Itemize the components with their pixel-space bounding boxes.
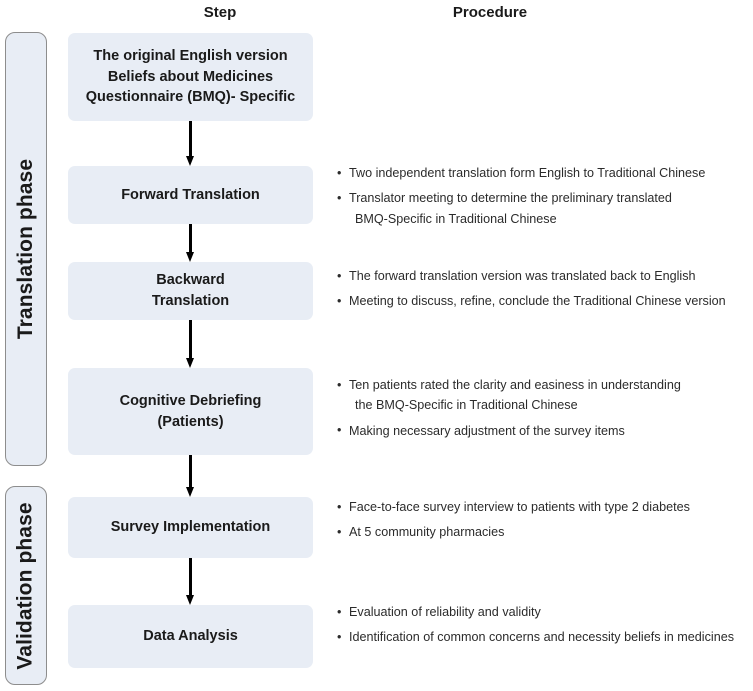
procedure-list: • The forward translation version was tr…	[337, 266, 749, 312]
step-text-block: Cognitive Debriefing (Patients)	[120, 391, 262, 432]
procedure-item: • Meeting to discuss, refine, conclude t…	[337, 291, 749, 311]
procedure-group-cognitive-debriefing: • Ten patients rated the clarity and eas…	[337, 375, 749, 446]
procedure-group-data-analysis: • Evaluation of reliability and validity…	[337, 602, 749, 653]
bullet-icon: •	[337, 190, 342, 205]
arrow-head	[186, 252, 194, 262]
arrow-down-icon	[186, 320, 195, 368]
procedure-item: • Making necessary adjustment of the sur…	[337, 421, 749, 441]
bullet-icon: •	[337, 629, 342, 644]
step-box-data-analysis: Data Analysis	[68, 605, 313, 668]
procedure-group-forward-translation: • Two independent translation form Engli…	[337, 163, 749, 234]
procedure-item: • The forward translation version was tr…	[337, 266, 749, 286]
procedure-text: Identification of common concerns and ne…	[349, 630, 735, 645]
procedure-text-continuation: BMQ-Specific in Traditional Chinese	[355, 211, 557, 226]
step-line: Translation	[151, 293, 230, 309]
bullet-icon: •	[337, 377, 342, 392]
procedure-text-continuation: the BMQ-Specific in Traditional Chinese	[355, 398, 578, 413]
procedure-text: Meeting to discuss, refine, conclude the…	[349, 294, 726, 309]
arrow-shaft	[189, 455, 192, 487]
procedure-item: • Ten patients rated the clarity and eas…	[337, 375, 749, 416]
procedure-list: • Ten patients rated the clarity and eas…	[337, 375, 749, 441]
procedure-list: • Evaluation of reliability and validity…	[337, 602, 749, 648]
procedure-text: The forward translation version was tran…	[349, 269, 696, 283]
procedure-item: • Face-to-face survey interview to patie…	[337, 497, 749, 517]
step-box-forward-translation: Forward Translation	[68, 166, 313, 224]
bullet-icon: •	[337, 165, 342, 180]
arrow-down-icon	[186, 455, 195, 497]
step-line: Backward	[156, 272, 225, 289]
procedure-text: Evaluation of reliability and validity	[349, 605, 541, 619]
step-line: Data Analysis	[143, 628, 238, 645]
step-text-block: Survey Implementation	[111, 517, 271, 538]
step-text-block: Backward Translation	[152, 270, 229, 311]
step-text-block: The original English version Beliefs abo…	[86, 46, 295, 108]
arrow-down-icon	[186, 224, 195, 262]
procedure-item: • At 5 community pharmacies	[337, 522, 749, 542]
bullet-icon: •	[337, 524, 342, 539]
phase-rail-translation: Translation phase	[5, 32, 47, 466]
step-line: Forward Translation	[121, 186, 260, 203]
arrow-shaft	[189, 121, 192, 156]
bullet-icon: •	[337, 604, 342, 619]
step-line: The original English version	[93, 48, 288, 65]
bullet-icon: •	[337, 499, 342, 514]
column-header-step: Step	[203, 4, 237, 21]
phase-rail-validation: Validation phase	[5, 486, 47, 685]
procedure-item: • Two independent translation form Engli…	[337, 163, 749, 183]
arrow-head	[186, 595, 194, 605]
procedure-text: Making necessary adjustment of the surve…	[349, 423, 625, 438]
arrow-head	[186, 487, 194, 497]
arrow-shaft	[189, 558, 192, 595]
step-text-block: Forward Translation	[121, 185, 260, 206]
arrow-head	[186, 358, 194, 368]
step-text-block: Data Analysis	[143, 626, 238, 647]
procedure-item: • Translator meeting to determine the pr…	[337, 188, 749, 229]
procedure-text: Two independent translation form English…	[349, 166, 706, 180]
step-box-cognitive-debriefing: Cognitive Debriefing (Patients)	[68, 368, 313, 455]
arrow-head	[186, 156, 194, 166]
step-line: Beliefs about Medicines	[107, 68, 274, 85]
procedure-text: Ten patients rated the clarity and easin…	[349, 378, 681, 392]
step-box-survey-implementation: Survey Implementation	[68, 497, 313, 558]
arrow-shaft	[189, 320, 192, 358]
step-box-original-version: The original English version Beliefs abo…	[68, 33, 313, 121]
bullet-icon: •	[337, 268, 342, 283]
phase-label-translation: Translation phase	[14, 158, 38, 340]
bullet-icon: •	[337, 293, 342, 308]
step-box-backward-translation: Backward Translation	[68, 262, 313, 320]
arrow-down-icon	[186, 121, 195, 166]
procedure-list: • Two independent translation form Engli…	[337, 163, 749, 229]
step-line: Questionnaire (BMQ)- Specific	[85, 89, 296, 106]
procedure-text: At 5 community pharmacies	[349, 525, 505, 540]
column-header-procedure: Procedure	[452, 4, 528, 21]
step-line: Cognitive Debriefing	[119, 392, 262, 409]
procedure-item: • Evaluation of reliability and validity	[337, 602, 749, 622]
step-line: (Patients)	[157, 413, 224, 430]
procedure-group-backward-translation: • The forward translation version was tr…	[337, 266, 749, 317]
bullet-icon: •	[337, 423, 342, 438]
procedure-text: Translator meeting to determine the prel…	[349, 191, 672, 206]
arrow-down-icon	[186, 558, 195, 605]
procedure-text: Face-to-face survey interview to patient…	[349, 500, 690, 514]
procedure-item: • Identification of common concerns and …	[337, 627, 749, 647]
procedure-list: • Face-to-face survey interview to patie…	[337, 497, 749, 543]
procedure-group-survey-implementation: • Face-to-face survey interview to patie…	[337, 497, 749, 548]
step-line: Survey Implementation	[110, 519, 271, 536]
arrow-shaft	[189, 224, 192, 252]
phase-label-validation: Validation phase	[14, 501, 38, 670]
